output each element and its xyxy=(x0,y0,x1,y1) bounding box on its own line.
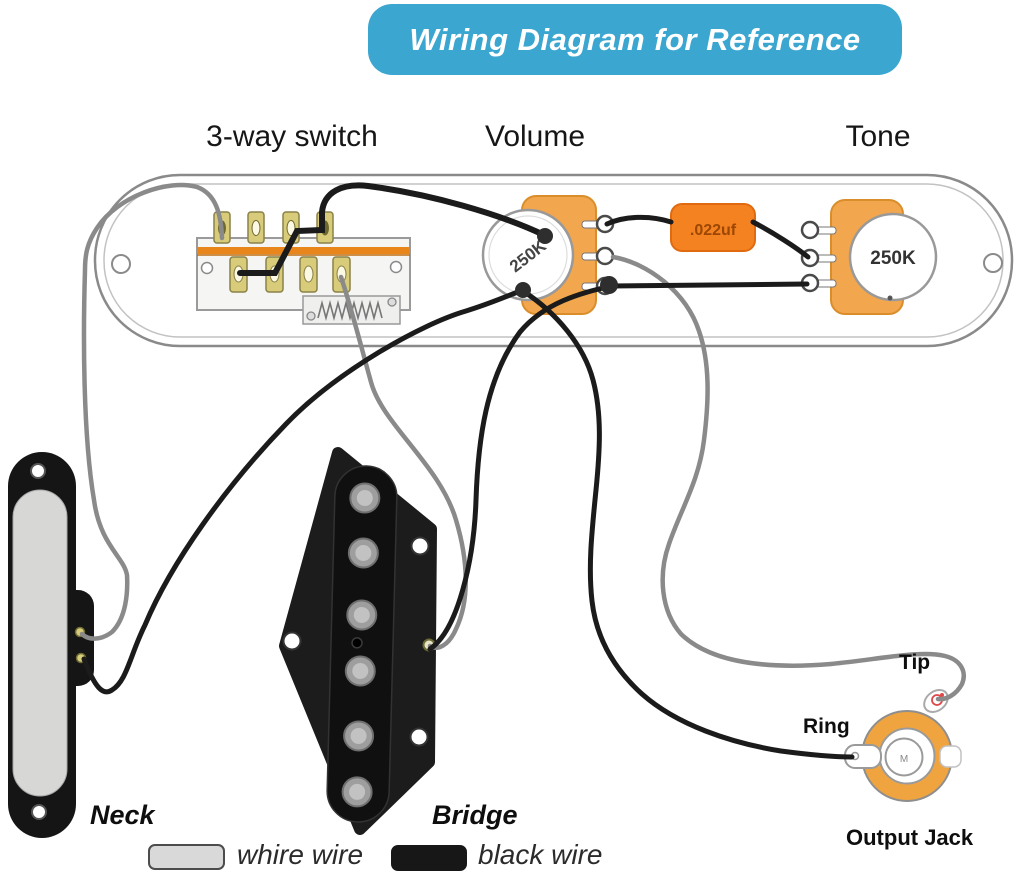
bridge-coil xyxy=(326,465,398,823)
wire-volume-to-ring-black xyxy=(520,288,855,760)
bridge-center-dot xyxy=(351,637,363,649)
bridge-pickup xyxy=(279,447,437,835)
switch-heading: 3-way switch xyxy=(206,120,378,153)
wire-bridge-to-volume-black xyxy=(427,284,610,652)
neck-label: Neck xyxy=(90,800,155,830)
output-jack-label: Output Jack xyxy=(846,825,974,850)
title-text: Wiring Diagram for Reference xyxy=(409,21,861,57)
capacitor-value: .022uf xyxy=(690,222,737,239)
wire-neck-to-switch-gray xyxy=(79,182,225,641)
volume-lug2-ring xyxy=(595,246,615,266)
tone-value: 250K xyxy=(870,248,916,269)
black-wire-swatch xyxy=(391,845,467,871)
plate-screw-hole-right xyxy=(983,253,1003,273)
jack-mark: M xyxy=(900,754,908,765)
spring-coil xyxy=(317,299,383,322)
pole-3-center xyxy=(353,606,370,623)
tip-label: Tip xyxy=(899,651,931,674)
neck-pickup-cover xyxy=(12,489,68,797)
tone-heading: Tone xyxy=(845,120,911,153)
jack-tip-red-dot xyxy=(940,693,944,697)
pole-1-center xyxy=(356,490,373,507)
legend: whire wire black wire xyxy=(0,838,1024,875)
wire-cap-to-tone-black xyxy=(750,219,811,260)
switch-bottom-lug-3-hole xyxy=(303,265,314,283)
bridge-mount-hole-lower-right xyxy=(409,727,429,747)
tone-pot: 250K xyxy=(800,199,938,315)
wire-switch-to-bridge-gray xyxy=(338,274,468,650)
solder-blob-volume-lug3 xyxy=(600,276,618,294)
wire-neck-to-volume-black xyxy=(81,287,526,695)
tone-knob-indicator xyxy=(887,295,893,301)
bridge-label: Bridge xyxy=(432,800,518,830)
solder-blob-volume-ground xyxy=(515,282,531,298)
volume-heading: Volume xyxy=(484,120,586,153)
wire-volume-to-tip-gray xyxy=(610,254,966,702)
jack-right-tab xyxy=(939,745,962,768)
wires xyxy=(79,182,966,760)
solder-joints xyxy=(515,228,618,298)
title-banner: Wiring Diagram for Reference xyxy=(368,4,902,75)
neck-pickup xyxy=(8,452,94,838)
pole-2-center xyxy=(355,545,372,562)
pole-6-center xyxy=(349,783,366,800)
solder-blob-volume-top xyxy=(537,228,553,244)
white-wire-swatch xyxy=(148,844,225,870)
switch-stripe xyxy=(197,247,410,254)
white-wire-label: whire wire xyxy=(237,839,364,870)
bridge-mount-hole-upper-right xyxy=(410,536,430,556)
bridge-pole-pieces xyxy=(341,482,381,808)
spring-screw-left xyxy=(306,311,316,321)
pole-4-center xyxy=(352,662,369,679)
capacitor: .022uf xyxy=(670,203,756,252)
wire-volume-to-tone-black xyxy=(608,281,810,289)
neck-mount-hole-bottom xyxy=(31,804,47,820)
black-wire-label: black wire xyxy=(478,839,603,870)
tone-knob xyxy=(848,212,938,302)
control-plate-inner-outline xyxy=(103,183,1004,338)
switch-screw-right xyxy=(389,260,403,274)
pole-5-center xyxy=(350,727,367,744)
spring-screw-right xyxy=(387,297,397,307)
jack-tip-lug xyxy=(923,689,949,713)
switch-screw-left xyxy=(200,261,214,275)
neck-mount-hole-top xyxy=(30,463,46,479)
jack-center xyxy=(884,737,924,777)
plate-screw-hole-left xyxy=(111,254,131,274)
tone-lug1-ring xyxy=(800,220,820,240)
bridge-mount-hole-left xyxy=(282,631,302,651)
wire-switch-to-volume-black xyxy=(237,182,547,276)
ring-label: Ring xyxy=(803,715,850,738)
switch-top-lug-2-hole xyxy=(251,220,261,236)
output-jack: M xyxy=(844,689,962,802)
wire-volume-to-cap-black xyxy=(604,214,674,227)
switch-top-lug-3-hole xyxy=(286,220,296,236)
capacitor-body xyxy=(670,203,756,252)
